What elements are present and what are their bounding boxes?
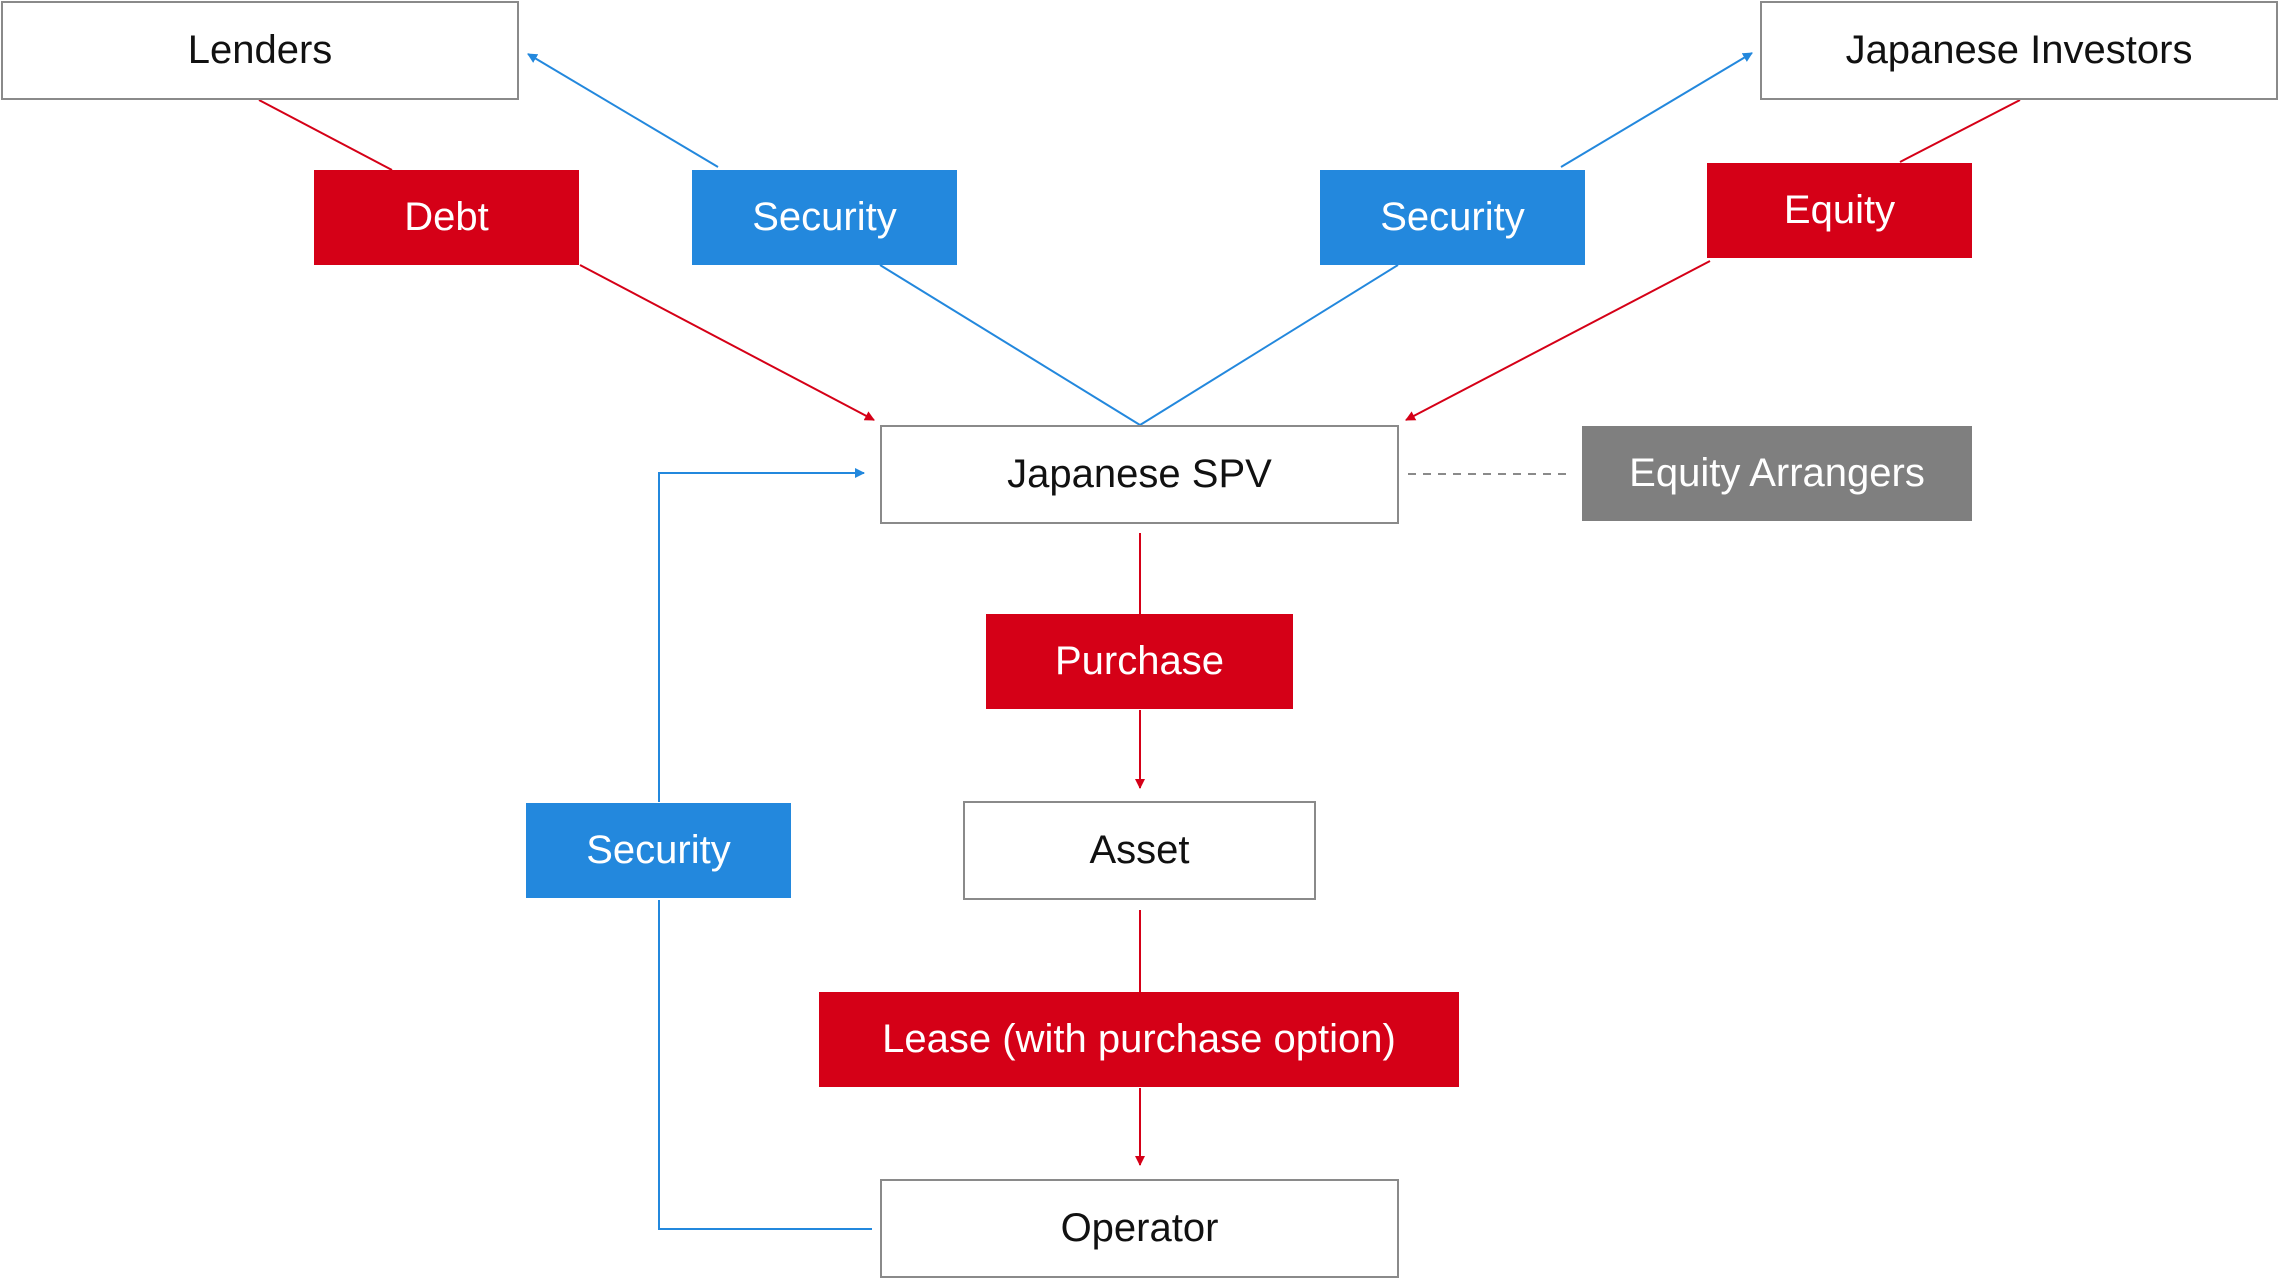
japanese-investors-label: Japanese Investors [1845, 28, 2193, 72]
security-lenders-tag: Security [692, 170, 957, 265]
security-lenders-label: Security [752, 195, 897, 239]
equity-arrangers-node: Equity Arrangers [1582, 426, 1972, 521]
japanese-spv-node: Japanese SPV [880, 425, 1399, 524]
debt-label: Debt [404, 195, 489, 239]
debt-line-top [258, 99, 393, 171]
security-lenders-arrow [527, 53, 719, 168]
equity-arrow [1405, 260, 1711, 421]
security-operator-line-bottom [658, 900, 872, 1230]
security-investors-line-bottom [1139, 264, 1399, 426]
japanese-spv-label: Japanese SPV [1007, 452, 1272, 496]
equity-arrangers-label: Equity Arrangers [1629, 451, 1925, 495]
asset-label: Asset [1089, 828, 1190, 872]
purchase-tag: Purchase [986, 614, 1293, 709]
lease-label: Lease (with purchase option) [882, 1017, 1396, 1061]
security-investors-arrow [1560, 52, 1753, 168]
lease-tag: Lease (with purchase option) [819, 992, 1459, 1087]
asset-node: Asset [963, 801, 1316, 900]
security-lenders-line-bottom [879, 264, 1141, 426]
equity-line-top [1899, 99, 2021, 163]
equity-tag: Equity [1707, 163, 1972, 258]
security-investors-tag: Security [1320, 170, 1585, 265]
operator-node: Operator [880, 1179, 1399, 1278]
lenders-label: Lenders [187, 28, 333, 72]
lenders-node: Lenders [1, 1, 519, 100]
equity-label: Equity [1783, 188, 1896, 232]
security-investors-label: Security [1380, 195, 1525, 239]
security-operator-tag: Security [526, 803, 791, 898]
debt-tag: Debt [314, 170, 579, 265]
security-operator-label: Security [586, 828, 731, 872]
operator-label: Operator [1060, 1206, 1219, 1250]
debt-arrow [579, 264, 875, 421]
security-operator-arrow [658, 468, 865, 802]
purchase-label: Purchase [1055, 639, 1224, 683]
japanese-investors-node: Japanese Investors [1760, 1, 2278, 100]
